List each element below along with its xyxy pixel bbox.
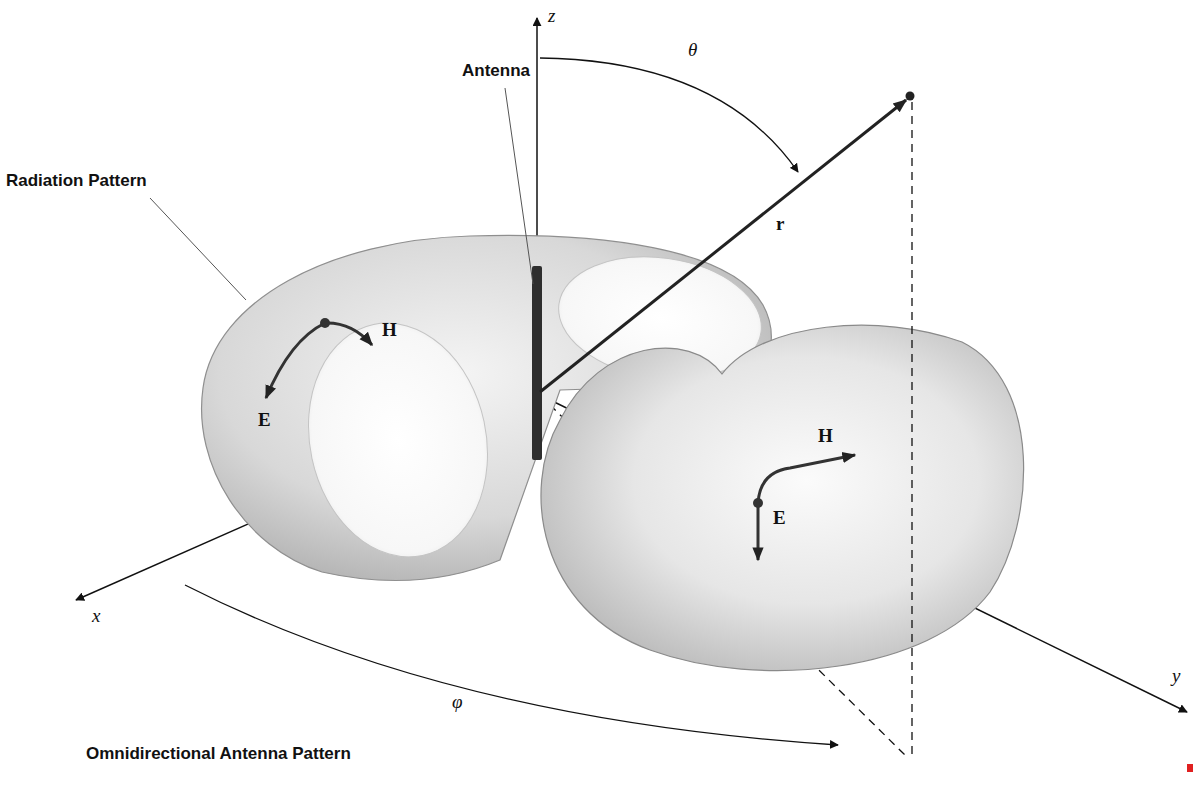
e-vector: [266, 323, 325, 398]
h-vector: [325, 323, 372, 345]
field-label: H: [818, 426, 833, 447]
r-vector: [540, 100, 906, 392]
leader-line: [505, 88, 533, 284]
field-label: E: [258, 410, 271, 431]
leader-line: [150, 198, 246, 300]
part-label: Antenna: [462, 62, 530, 81]
field-label: E: [773, 508, 786, 529]
angle-label: θ: [688, 40, 697, 61]
axis-label: x: [92, 606, 100, 627]
part-label: Radiation Pattern: [6, 172, 147, 191]
angle-label: φ: [452, 692, 463, 713]
e-vector: [757, 503, 760, 560]
theta-arc: [540, 58, 798, 172]
caption: Omnidirectional Antenna Pattern: [86, 745, 351, 764]
vertical-projection: [911, 102, 912, 760]
vector-label: r: [776, 214, 784, 235]
cut-face-left: [287, 306, 508, 573]
point-dot: [906, 92, 915, 101]
radiation-pattern-front: [541, 325, 1024, 670]
axis-label: z: [548, 6, 555, 27]
corner-mark: [1187, 764, 1193, 772]
h-vector: [758, 455, 855, 503]
field-label: H: [382, 320, 397, 341]
phi-arc: [185, 585, 838, 745]
axis-label: y: [1172, 666, 1180, 687]
antenna-rod: [532, 266, 542, 460]
